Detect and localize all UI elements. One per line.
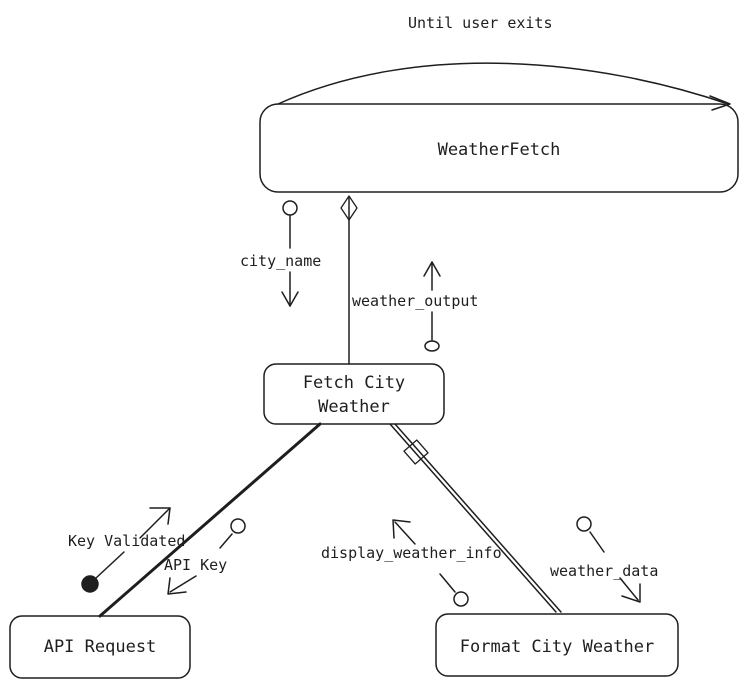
node-api-request[interactable]: API Request: [9, 615, 191, 679]
weather-output-label: weather_output: [352, 292, 478, 310]
key-validated-flow-line: [95, 551, 125, 579]
loop-arrowhead: [709, 95, 731, 111]
api-key-flow-line: [219, 533, 233, 549]
api-key-data-couple: [230, 518, 246, 534]
node-fetch-label-line2: Weather: [318, 397, 390, 417]
key-validated-control-flag: [81, 575, 99, 593]
loop-label: Until user exits: [408, 14, 553, 32]
weather-data-label: weather_data: [550, 562, 658, 580]
weather-output-data-couple: [424, 340, 440, 352]
display-weather-info-arrowhead: [392, 519, 411, 539]
connector-fetch-format-a: [389, 423, 557, 613]
key-validated-flow-line2: [139, 507, 171, 539]
node-fetch-label-line1: Fetch City: [303, 373, 405, 393]
weather-output-arrowhead: [423, 261, 441, 277]
node-fetch-city-weather[interactable]: Fetch City Weather: [263, 363, 445, 425]
key-validated-label: Key Validated: [68, 532, 185, 550]
node-weatherfetch[interactable]: WeatherFetch: [259, 103, 739, 193]
diamond-marker-root: [340, 195, 358, 221]
display-weather-info-flow-line2: [394, 521, 416, 545]
key-validated-arrowhead: [149, 507, 171, 525]
node-api-request-label: API Request: [44, 637, 157, 657]
connector-fetch-format-b: [394, 423, 562, 613]
node-format-city-weather[interactable]: Format City Weather: [435, 613, 679, 677]
display-weather-info-data-couple: [453, 591, 469, 607]
connector-fetch-api: [98, 422, 322, 618]
api-key-arrowhead: [167, 577, 187, 595]
node-format-label: Format City Weather: [460, 637, 654, 657]
diamond-marker-format: [403, 439, 429, 465]
api-key-flow-line2: [169, 575, 197, 593]
weather-data-flow-line2: [619, 577, 639, 601]
city-name-data-couple: [282, 200, 298, 216]
display-weather-info-label: display_weather_info: [321, 544, 502, 562]
api-key-label: API Key: [164, 556, 227, 574]
weather-data-data-couple: [576, 516, 592, 532]
display-weather-info-flow-line: [439, 573, 456, 593]
weather-data-arrowhead: [621, 583, 641, 603]
weather-data-flow-line: [589, 531, 605, 553]
node-weatherfetch-label: WeatherFetch: [438, 140, 561, 160]
city-name-label: city_name: [240, 252, 321, 270]
city-name-arrowhead: [281, 291, 299, 307]
loop-arc: [277, 62, 729, 105]
